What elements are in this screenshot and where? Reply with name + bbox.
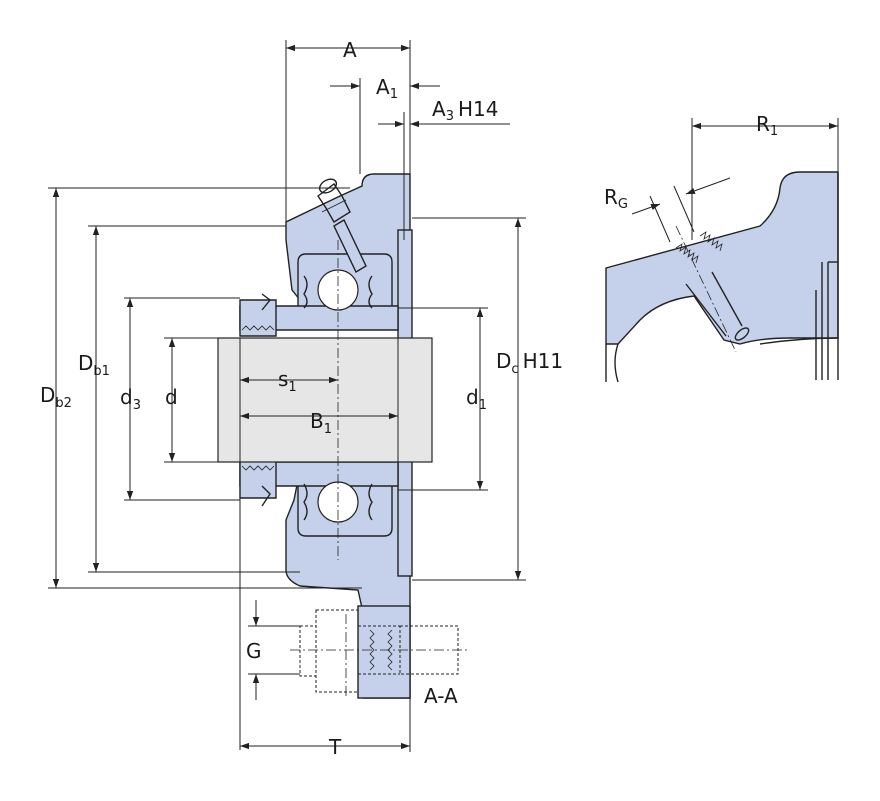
label-d: d <box>165 385 178 409</box>
shaft <box>217 337 433 463</box>
label-A1: A1 <box>376 75 398 102</box>
detail-view <box>605 118 839 383</box>
label-d1: d1 <box>466 385 487 413</box>
label-Db1: Db1 <box>78 351 110 379</box>
label-s1: s1 <box>278 367 297 395</box>
grease-nipple <box>317 178 367 273</box>
label-Db2: Db2 <box>40 383 72 411</box>
label-section-AA: A-A <box>424 684 458 708</box>
label-T: T <box>328 735 342 759</box>
label-A: A <box>343 38 357 62</box>
label-G: G <box>246 639 262 663</box>
label-R1: R1 <box>756 112 778 139</box>
label-B1: B1 <box>310 409 332 437</box>
label-d3: d3 <box>120 385 141 413</box>
label-RG: RG <box>604 185 628 212</box>
dimension-lines <box>48 40 526 752</box>
